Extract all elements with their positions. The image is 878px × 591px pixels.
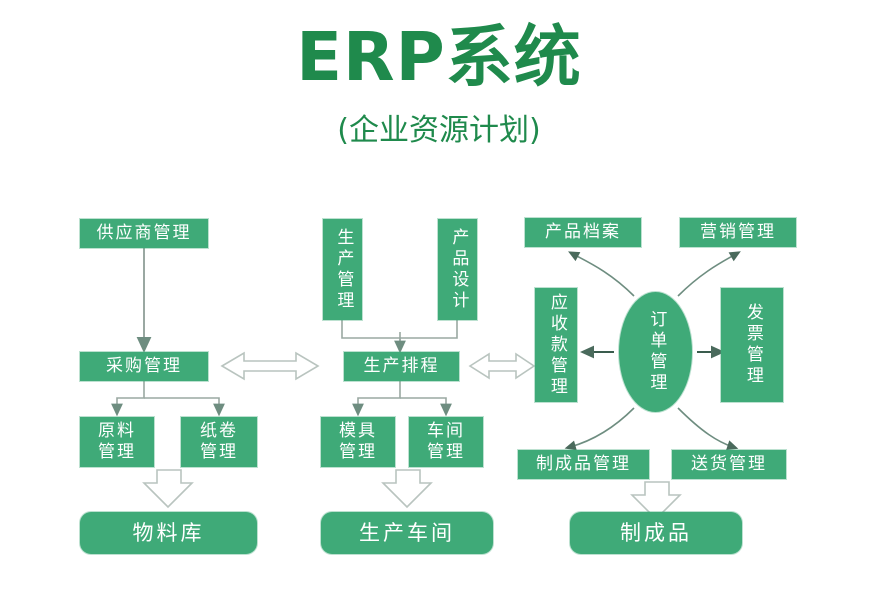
node-mold-management[interactable]: 模具管理 <box>321 417 395 467</box>
node-finished-goods-warehouse[interactable]: 制成品 <box>570 512 742 554</box>
node-invoice-management[interactable]: 发票管理 <box>721 288 783 402</box>
node-product-archive[interactable]: 产品档案 <box>525 218 641 247</box>
node-production-management[interactable]: 生产管理 <box>323 219 362 320</box>
page-subtitle: (企业资源计划) <box>337 113 541 148</box>
node-purchase-management[interactable]: 采购管理 <box>80 352 208 381</box>
page-title: ERP系统 <box>296 18 582 96</box>
node-receivables-management[interactable]: 应收款管理 <box>535 288 577 402</box>
node-order-management[interactable]: 订单管理 <box>619 292 692 412</box>
node-product-design[interactable]: 产品设计 <box>438 219 477 320</box>
node-workshop-management[interactable]: 车间管理 <box>409 417 483 467</box>
node-finished-goods-management[interactable]: 制成品管理 <box>518 450 649 479</box>
node-production-workshop[interactable]: 生产车间 <box>321 512 493 554</box>
node-delivery-management[interactable]: 送货管理 <box>672 450 786 479</box>
node-paper-roll-management[interactable]: 纸卷管理 <box>181 417 257 467</box>
node-production-scheduling[interactable]: 生产排程 <box>344 352 459 381</box>
node-marketing-management[interactable]: 营销管理 <box>680 218 796 247</box>
node-supplier-management[interactable]: 供应商管理 <box>80 219 208 248</box>
node-raw-material-management[interactable]: 原料管理 <box>80 417 154 467</box>
node-material-warehouse[interactable]: 物料库 <box>80 512 257 554</box>
